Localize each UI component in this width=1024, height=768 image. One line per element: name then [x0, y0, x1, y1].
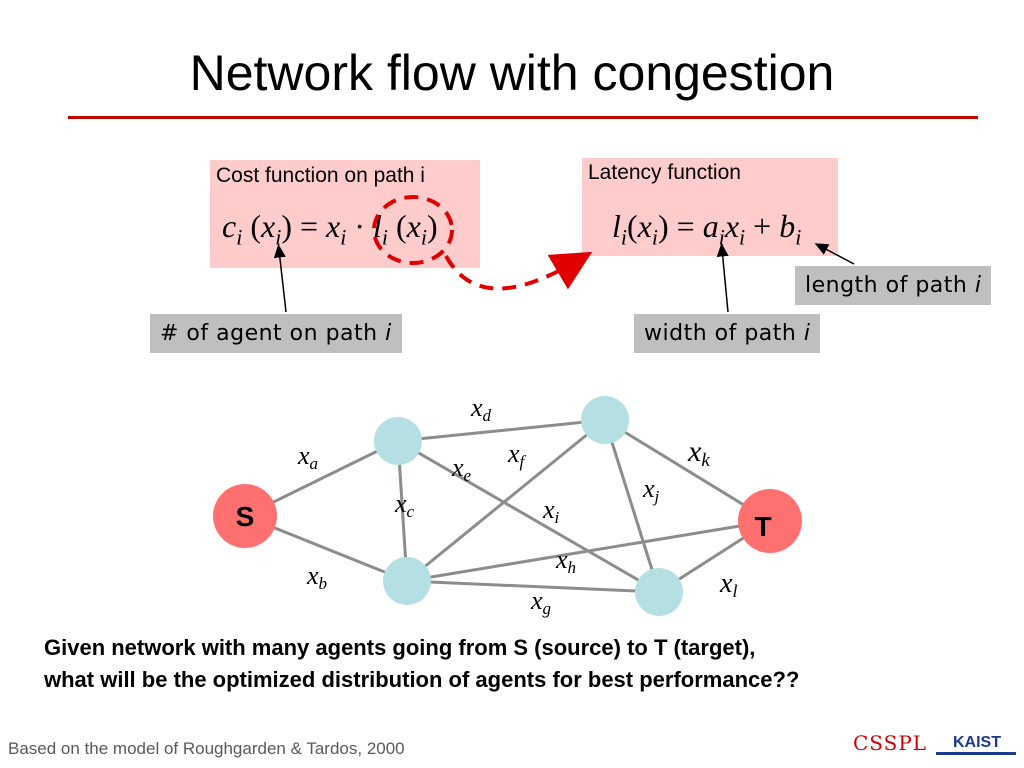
target-node-label: T	[754, 511, 771, 542]
latency-function-box	[582, 158, 838, 256]
edge-h	[406, 519, 771, 583]
edge-label-h: xh	[555, 545, 576, 577]
node-2	[581, 396, 629, 444]
question-text: Given network with many agents going fro…	[44, 632, 1004, 696]
cssspl-logo: CSSPL	[853, 731, 928, 755]
agents-callout: # of agent on path i	[150, 314, 402, 353]
latency-function-formula: li(xi) = aixi + bi	[612, 208, 802, 250]
latency-function-label: Latency function	[588, 161, 741, 184]
edge-k	[604, 418, 771, 523]
agents-pointer-arrow	[273, 244, 287, 313]
source-node	[213, 484, 277, 548]
node-4	[635, 568, 683, 616]
cost-function-formula: ci (xi) = xi · li (xi)	[222, 208, 438, 250]
edge-label-d: xd	[470, 393, 492, 425]
width-pointer-arrow	[716, 243, 729, 313]
node-3	[383, 557, 431, 605]
footer-citation: Based on the model of Roughgarden & Tard…	[8, 739, 405, 758]
edge-j	[603, 419, 661, 593]
question-line-1: Given network with many agents going fro…	[44, 635, 756, 660]
agents-callout-var: i	[385, 321, 392, 346]
length-callout-text: length of path	[805, 273, 975, 298]
title-underline	[68, 116, 978, 119]
width-callout: width of path i	[634, 314, 821, 353]
width-callout-var: i	[803, 321, 811, 346]
slide-title: Network flow with congestion	[189, 45, 835, 101]
edge-label-f: xf	[507, 439, 527, 471]
length-callout-var: i	[974, 273, 982, 298]
edge-d	[397, 418, 606, 443]
edge-label-j: xj	[642, 474, 660, 506]
edge-label-e: xe	[451, 453, 472, 485]
target-node	[738, 489, 802, 553]
dashed-curve-arrow	[444, 251, 593, 291]
edge-label-b: xb	[306, 561, 327, 593]
kaist-logo: KAIST	[953, 734, 1001, 751]
edge-label-k: xk	[687, 435, 710, 471]
highlight-dashed-circle	[372, 195, 454, 265]
edge-label-l: xl	[719, 568, 737, 601]
cost-function-label: Cost function on path i	[216, 164, 425, 187]
edge-label-a: xa	[297, 441, 318, 473]
length-pointer-arrow	[814, 243, 855, 265]
edge-labels: xa xb xc xd xe xf xg xh xi xj xk xl	[297, 393, 737, 618]
length-callout: length of path i	[795, 266, 992, 305]
edge-e	[397, 439, 660, 594]
edge-label-c: xc	[394, 489, 415, 521]
agents-callout-text: # of agent on path	[160, 321, 386, 346]
edge-label-g: xg	[530, 586, 551, 618]
width-callout-text: width of path	[644, 321, 804, 346]
edge-label-i: xi	[542, 495, 560, 527]
node-1	[374, 417, 422, 465]
edge-f	[406, 418, 606, 583]
edge-g	[406, 579, 660, 594]
cost-function-box	[210, 160, 480, 268]
kaist-logo-swoosh	[936, 752, 1016, 755]
source-node-label: S	[236, 501, 255, 532]
question-line-2: what will be the optimized distribution …	[44, 667, 800, 692]
